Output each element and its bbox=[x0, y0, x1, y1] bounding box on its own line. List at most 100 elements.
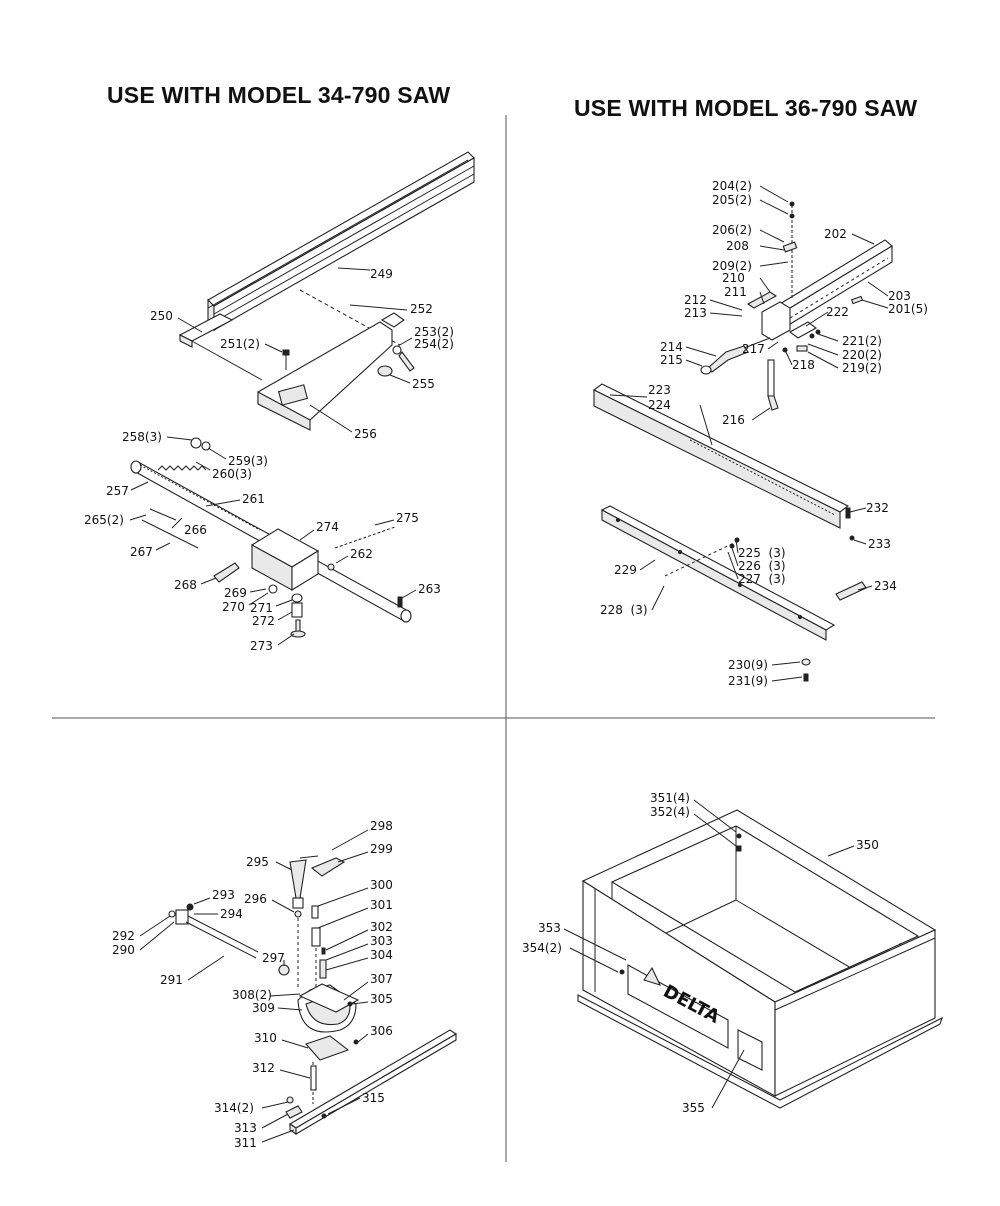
callout-351: 351(4) bbox=[650, 791, 690, 805]
callout-220: 220(2) bbox=[842, 348, 882, 362]
callout-313: 313 bbox=[234, 1121, 257, 1135]
callout-226: 226 (3) bbox=[738, 559, 786, 573]
callout-214: 214 bbox=[660, 340, 683, 354]
callout-233: 233 bbox=[868, 537, 891, 551]
callout-291: 291 bbox=[160, 973, 183, 987]
callout-249: 249 bbox=[370, 267, 393, 281]
callout-221: 221(2) bbox=[842, 334, 882, 348]
callout-labels-top-left: 249 250 252 251(2) 253(2) 254(2) 255 256… bbox=[84, 267, 454, 653]
callout-lines-top-left bbox=[129, 267, 417, 646]
callout-302: 302 bbox=[370, 920, 393, 934]
callout-252: 252 bbox=[410, 302, 433, 316]
callout-201: 201(5) bbox=[888, 302, 928, 316]
callout-311: 311 bbox=[234, 1136, 257, 1150]
callout-258: 258(3) bbox=[122, 430, 162, 444]
callout-294: 294 bbox=[220, 907, 243, 921]
callout-260: 260(3) bbox=[212, 467, 252, 481]
callout-206: 206(2) bbox=[712, 223, 752, 237]
callout-230: 230(9) bbox=[728, 658, 768, 672]
callout-213: 213 bbox=[684, 306, 707, 320]
callout-253: 253(2) bbox=[414, 325, 454, 339]
callout-268: 268 bbox=[174, 578, 197, 592]
callout-306: 306 bbox=[370, 1024, 393, 1038]
callout-204: 204(2) bbox=[712, 179, 752, 193]
callout-218: 218 bbox=[792, 358, 815, 372]
callout-251: 251(2) bbox=[220, 337, 260, 351]
rip-fence-assembly bbox=[700, 201, 893, 411]
callout-352: 352(4) bbox=[650, 805, 690, 819]
callout-290: 290 bbox=[112, 943, 135, 957]
callout-307: 307 bbox=[370, 972, 393, 986]
callout-263: 263 bbox=[418, 582, 441, 596]
callout-312: 312 bbox=[252, 1061, 275, 1075]
callout-205: 205(2) bbox=[712, 193, 752, 207]
callout-215: 215 bbox=[660, 353, 683, 367]
callout-202: 202 bbox=[824, 227, 847, 241]
callout-354: 354(2) bbox=[522, 941, 562, 955]
callout-210: 210 bbox=[722, 271, 745, 285]
callout-labels-bottom-right: 351(4) 352(4) 350 353 354(2) 355 bbox=[522, 791, 879, 1115]
callout-254: 254(2) bbox=[414, 337, 454, 351]
callout-labels-top-right: 204(2) 205(2) 206(2) 208 202 209(2) 210 … bbox=[600, 179, 928, 688]
callout-292: 292 bbox=[112, 929, 135, 943]
callout-270: 270 bbox=[222, 600, 245, 614]
callout-222: 222 bbox=[826, 305, 849, 319]
callout-234: 234 bbox=[874, 579, 897, 593]
callout-228: 228 (3) bbox=[600, 603, 648, 617]
callout-231: 231(9) bbox=[728, 674, 768, 688]
callout-304: 304 bbox=[370, 948, 393, 962]
callout-303: 303 bbox=[370, 934, 393, 948]
callout-355: 355 bbox=[682, 1101, 705, 1115]
callout-lines-top-right bbox=[609, 185, 889, 682]
miter-gauge-assembly bbox=[168, 855, 458, 1136]
callout-308: 308(2) bbox=[232, 988, 272, 1002]
callout-301: 301 bbox=[370, 898, 393, 912]
callout-262: 262 bbox=[350, 547, 373, 561]
callout-274: 274 bbox=[316, 520, 339, 534]
callout-lines-bottom-left bbox=[139, 829, 369, 1143]
cabinet-assembly: DELTA bbox=[577, 809, 943, 1109]
callout-309: 309 bbox=[252, 1001, 275, 1015]
callout-353: 353 bbox=[538, 921, 561, 935]
callout-266: 266 bbox=[184, 523, 207, 537]
callout-315: 315 bbox=[362, 1091, 385, 1105]
callout-296: 296 bbox=[244, 892, 267, 906]
callout-272: 272 bbox=[252, 614, 275, 628]
callout-350: 350 bbox=[856, 838, 879, 852]
callout-211: 211 bbox=[724, 285, 747, 299]
heading-model-34-790: USE WITH MODEL 34-790 SAW bbox=[107, 82, 451, 108]
callout-223: 223 bbox=[648, 383, 671, 397]
callout-261: 261 bbox=[242, 492, 265, 506]
callout-267: 267 bbox=[130, 545, 153, 559]
callout-259: 259(3) bbox=[228, 454, 268, 468]
callout-216: 216 bbox=[722, 413, 745, 427]
callout-208: 208 bbox=[726, 239, 749, 253]
callout-256: 256 bbox=[354, 427, 377, 441]
callout-269: 269 bbox=[224, 586, 247, 600]
callout-314: 314(2) bbox=[214, 1101, 254, 1115]
callout-297: 297 bbox=[262, 951, 285, 965]
callout-293: 293 bbox=[212, 888, 235, 902]
callout-229: 229 bbox=[614, 563, 637, 577]
callout-299: 299 bbox=[370, 842, 393, 856]
callout-labels-bottom-left: 298 295 299 300 293 296 294 301 292 290 … bbox=[112, 819, 393, 1150]
front-rail-assembly bbox=[592, 383, 867, 682]
callout-255: 255 bbox=[412, 377, 435, 391]
callout-310: 310 bbox=[254, 1031, 277, 1045]
callout-298: 298 bbox=[370, 819, 393, 833]
callout-225: 225 (3) bbox=[738, 546, 786, 560]
callout-275: 275 bbox=[396, 511, 419, 525]
callout-209: 209(2) bbox=[712, 259, 752, 273]
callout-250: 250 bbox=[150, 309, 173, 323]
callout-217: 217 bbox=[742, 342, 765, 356]
callout-305: 305 bbox=[370, 992, 393, 1006]
fence-rail-assembly bbox=[178, 151, 475, 431]
callout-295: 295 bbox=[246, 855, 269, 869]
callout-224: 224 bbox=[648, 398, 671, 412]
callout-273: 273 bbox=[250, 639, 273, 653]
callout-300: 300 bbox=[370, 878, 393, 892]
heading-model-36-790: USE WITH MODEL 36-790 SAW bbox=[574, 95, 918, 121]
callout-227: 227 (3) bbox=[738, 572, 786, 586]
callout-219: 219(2) bbox=[842, 361, 882, 375]
